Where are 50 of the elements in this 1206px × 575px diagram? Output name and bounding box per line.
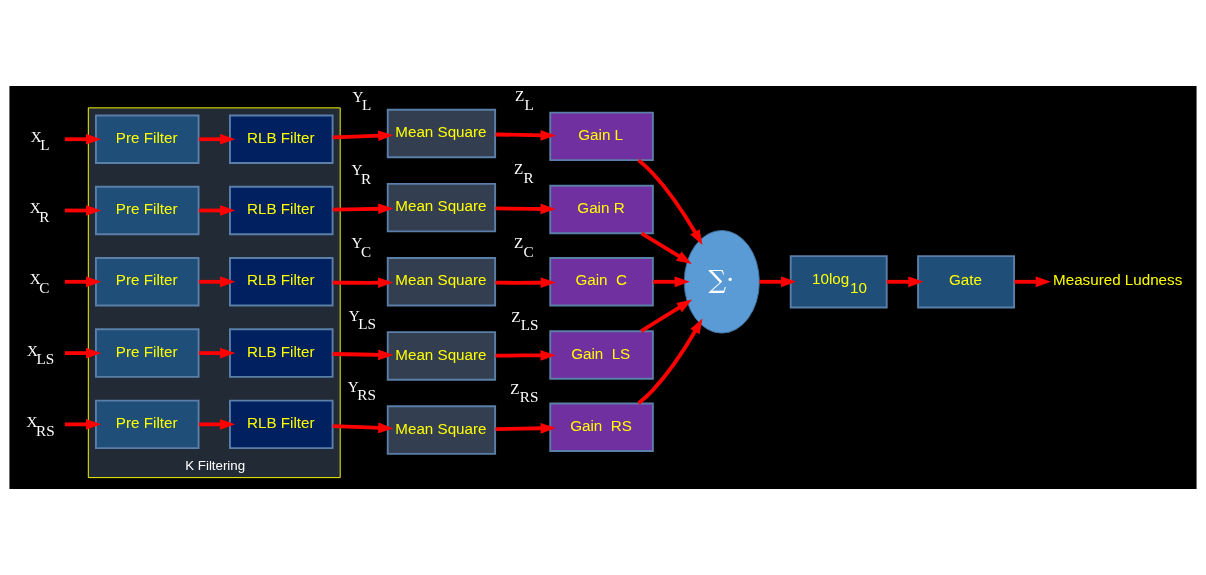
arrow xyxy=(64,133,102,145)
arrow xyxy=(332,130,394,142)
arrow xyxy=(640,299,693,333)
node-box: Gain R xyxy=(549,184,654,235)
arrow xyxy=(332,277,394,289)
arrow xyxy=(495,350,556,361)
arrow xyxy=(64,347,102,359)
node-box: RLB Filter xyxy=(229,185,334,236)
node-box: RLB Filter xyxy=(229,328,334,378)
node-box: Gain C xyxy=(549,257,654,307)
arrow xyxy=(198,133,236,145)
arrow xyxy=(332,422,394,434)
arrow xyxy=(886,276,924,288)
arrow xyxy=(637,158,703,246)
arrow xyxy=(198,205,236,216)
node-box: Gate xyxy=(917,255,1016,309)
arrow xyxy=(637,318,703,405)
arrow xyxy=(332,349,394,361)
arrow xyxy=(495,277,556,289)
node-text: Measured Ludness xyxy=(1053,271,1183,289)
node-box: Mean Square xyxy=(386,405,497,455)
node-box: Mean Square xyxy=(386,257,497,307)
node-box: RLB Filter xyxy=(229,114,334,164)
node-box: Mean Square xyxy=(386,182,497,233)
node-box: Mean Square xyxy=(386,331,497,381)
node-box: Gain LS xyxy=(549,330,654,380)
node-box: RLB Filter xyxy=(229,257,334,307)
arrow xyxy=(198,419,236,430)
arrow xyxy=(64,276,102,288)
arrow xyxy=(640,231,692,265)
arrow xyxy=(495,129,556,141)
arrow xyxy=(653,276,690,288)
arrow xyxy=(198,276,236,288)
arrow xyxy=(1014,276,1051,288)
node-box: Gain L xyxy=(549,111,654,162)
arrow xyxy=(64,419,102,430)
node-box: Pre Filter xyxy=(94,185,200,236)
node-box: Mean Square xyxy=(386,108,497,159)
arrow xyxy=(759,276,797,288)
arrow xyxy=(198,347,236,359)
node-box: Pre Filter xyxy=(94,114,200,164)
node-box: Pre Filter xyxy=(94,257,200,307)
arrow xyxy=(332,203,394,215)
node-box: Gain RS xyxy=(549,402,654,452)
node-box: RLB Filter xyxy=(229,399,334,450)
node-box: Pre Filter xyxy=(94,399,200,450)
node-box: Pre Filter xyxy=(94,328,200,378)
arrow xyxy=(495,422,556,434)
arrow xyxy=(495,203,556,215)
arrow xyxy=(64,205,102,216)
